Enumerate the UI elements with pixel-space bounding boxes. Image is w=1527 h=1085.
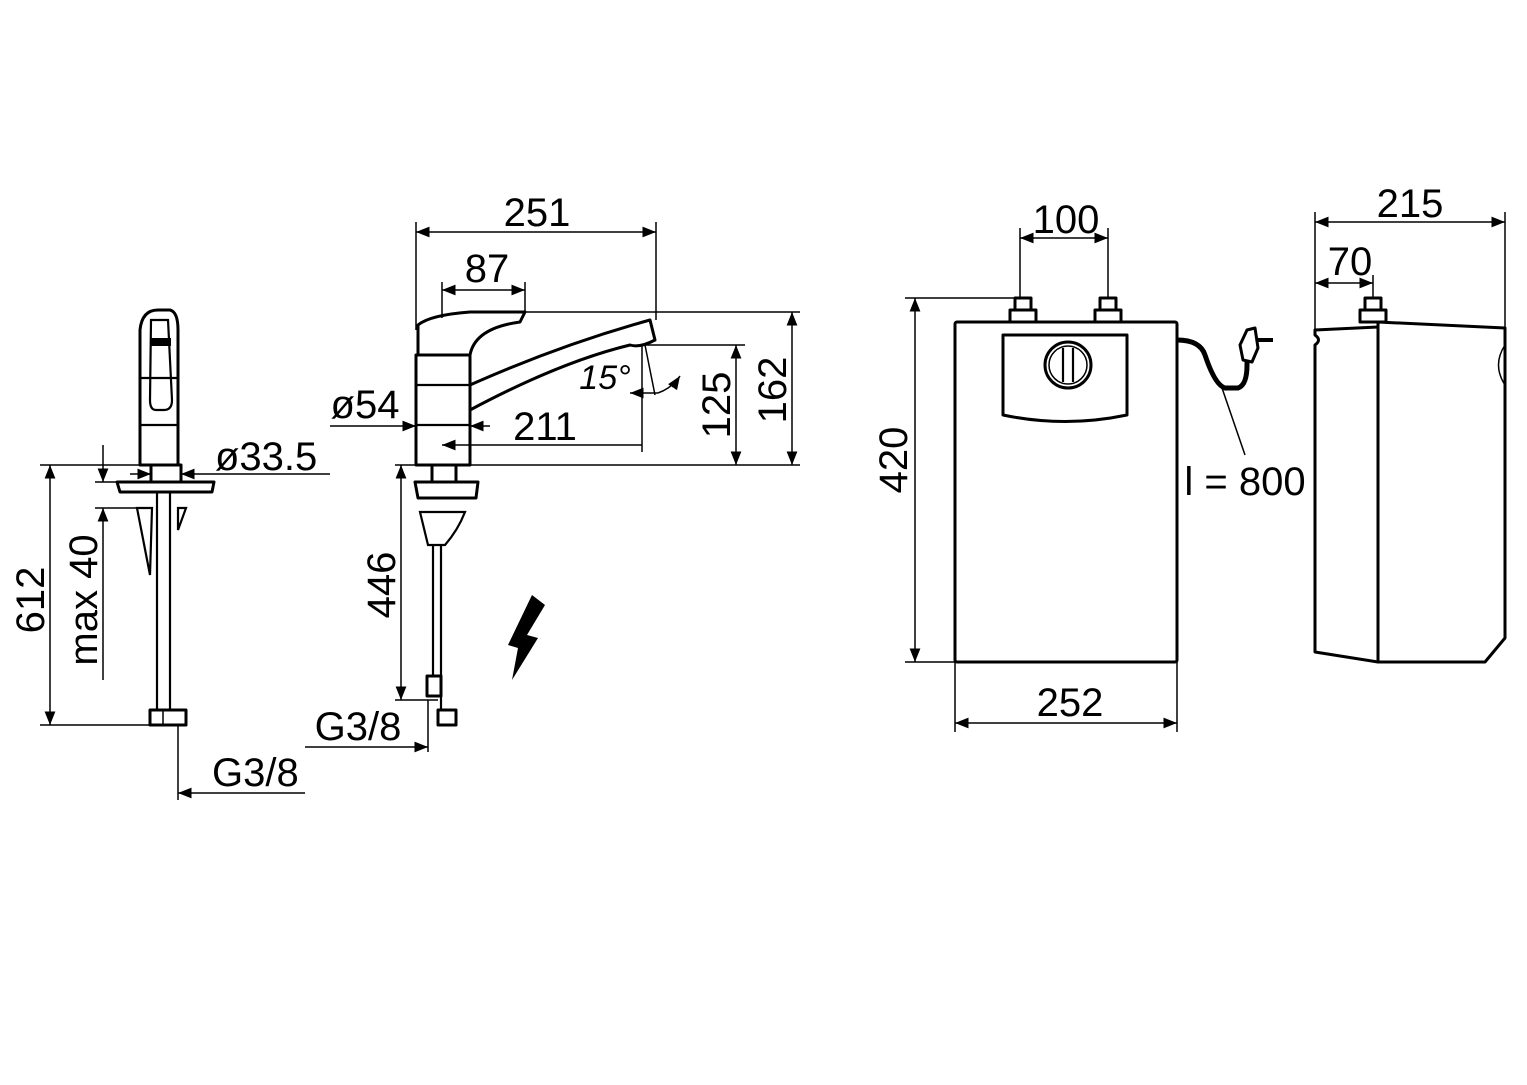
faucet-front-view xyxy=(115,308,216,727)
dimension-251: 251 xyxy=(415,191,657,330)
dim-70-label: 70 xyxy=(1328,240,1373,284)
faucet-side-view xyxy=(413,310,657,727)
dim-angle-15-label: 15° xyxy=(579,359,630,397)
dim-g3-8-front-label: G3/8 xyxy=(212,751,299,795)
dim-g3-8-side-label: G3/8 xyxy=(315,705,402,749)
dimension-87: 87 xyxy=(441,247,526,318)
lightning-bolt-icon xyxy=(508,595,545,680)
dimension-diameter-54: ø54 xyxy=(330,383,490,432)
dim-125-label: 125 xyxy=(695,372,739,439)
dim-diameter-33-5-label: ø33.5 xyxy=(215,435,317,479)
dim-cable-length-label: l = 800 xyxy=(1184,460,1305,504)
dimension-cable-length: l = 800 xyxy=(1184,387,1306,504)
dim-100-label: 100 xyxy=(1033,198,1100,242)
dimension-252: 252 xyxy=(954,662,1178,732)
water-heater-side-view xyxy=(1313,296,1507,664)
dim-420-label: 420 xyxy=(872,427,916,494)
dimension-446: 446 xyxy=(360,464,438,701)
connector-right xyxy=(1093,296,1123,324)
dim-215-label: 215 xyxy=(1377,182,1444,226)
dimension-211: 211 xyxy=(442,345,643,452)
dim-max-40-label: max 40 xyxy=(62,534,106,665)
dimension-100: 100 xyxy=(1019,198,1109,298)
dim-446-label: 446 xyxy=(360,552,404,619)
dimension-angle-15: 15° xyxy=(579,344,681,399)
dimension-g3-8-front: G3/8 xyxy=(177,725,305,800)
dimension-125: 125 xyxy=(645,344,745,465)
dimension-420: 420 xyxy=(872,297,1015,663)
water-heater-front-view xyxy=(953,296,1273,664)
dimension-612: 612 xyxy=(9,464,150,726)
dim-diameter-54-label: ø54 xyxy=(331,383,400,427)
dim-252-label: 252 xyxy=(1037,681,1104,725)
dimension-215: 215 xyxy=(1314,182,1506,330)
dimension-162: 162 xyxy=(470,311,800,466)
dim-251-label: 251 xyxy=(504,191,571,235)
dim-162-label: 162 xyxy=(751,357,795,424)
dimension-max-40: max 40 xyxy=(62,445,137,680)
dim-612-label: 612 xyxy=(9,567,53,634)
dimension-70: 70 xyxy=(1315,240,1374,298)
dimension-diameter-33-5: ø33.5 xyxy=(130,435,330,480)
dim-87-label: 87 xyxy=(465,247,510,291)
dimension-g3-8-side: G3/8 xyxy=(305,700,429,753)
connector-left xyxy=(1008,296,1038,324)
dim-211-label: 211 xyxy=(513,405,577,449)
